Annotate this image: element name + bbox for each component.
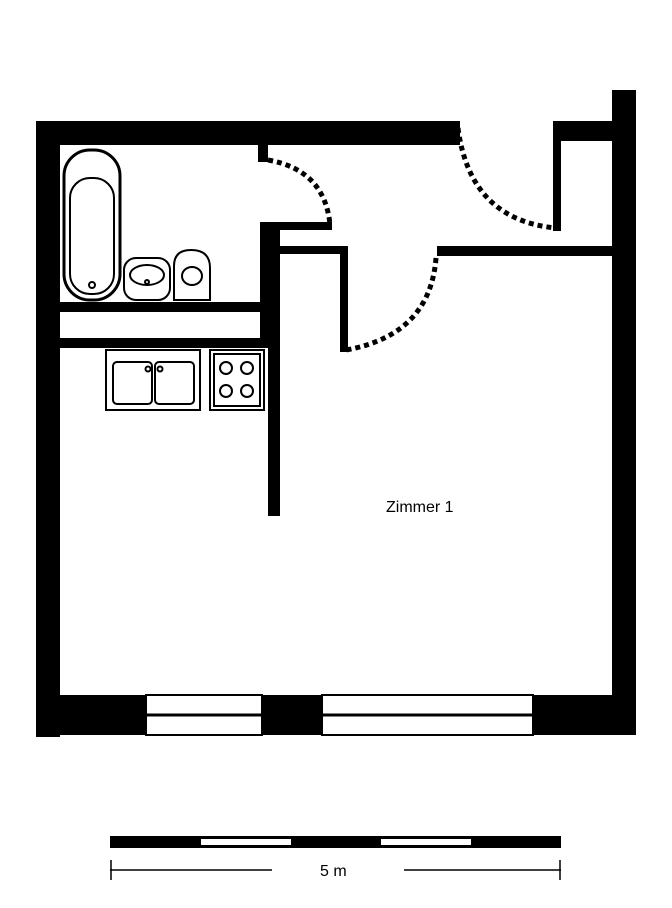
wall-top — [36, 121, 460, 145]
wall-bottom-middle — [262, 695, 322, 735]
wall-left — [36, 121, 60, 737]
wall-bottom-right — [533, 695, 636, 735]
entrance-frame — [553, 121, 561, 231]
windows — [145, 694, 534, 736]
bathroom-wall-right-stub — [258, 145, 268, 162]
outer-walls — [36, 90, 636, 737]
room-wall-top — [437, 246, 615, 256]
doors — [267, 127, 557, 353]
bathroom-door-swing — [267, 157, 333, 226]
window-left — [145, 694, 263, 736]
scale-bar-label: 5 m — [320, 863, 347, 880]
partition-wall — [268, 240, 280, 516]
entrance-door-swing — [455, 127, 557, 231]
wall-bottom-left — [36, 695, 146, 735]
scale-bar: 5 m — [110, 836, 561, 880]
scale-bar-segment-white-1 — [201, 839, 291, 845]
interior-walls — [60, 121, 615, 516]
kitchen-wall-top — [60, 338, 262, 348]
washbasin-icon — [123, 257, 171, 301]
toilet-icon — [173, 248, 211, 301]
scale-bar-segment-white-2 — [381, 839, 471, 845]
stove-icon — [209, 349, 265, 411]
wall-top-right-stub — [555, 121, 615, 141]
room-door-swing — [345, 257, 439, 353]
window-right — [321, 694, 534, 736]
corridor-wall-lower — [278, 246, 348, 254]
double-sink-icon — [105, 349, 201, 411]
bathroom-wall-bottom — [60, 302, 262, 312]
room-label-zimmer-1: Zimmer 1 — [386, 499, 454, 516]
bathtub-icon — [62, 148, 122, 302]
corridor-wall-top — [268, 222, 332, 230]
room-door-frame — [340, 246, 348, 352]
scale-bar-outline — [110, 836, 561, 848]
wall-right — [612, 90, 636, 735]
